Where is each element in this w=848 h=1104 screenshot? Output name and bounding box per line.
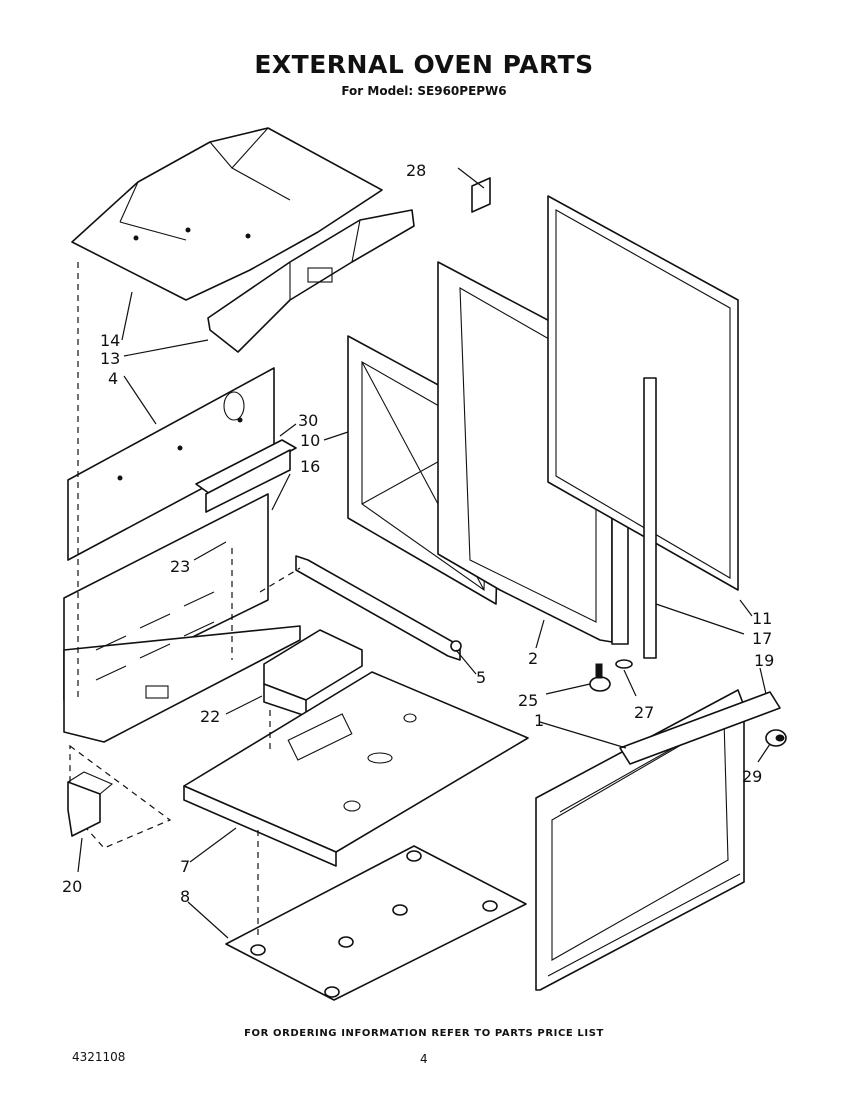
side-rail	[295, 555, 462, 661]
callout-4: 4	[108, 369, 118, 388]
callout-16: 16	[300, 457, 320, 476]
bottom-pan	[183, 671, 529, 867]
callout-19: 19	[754, 651, 774, 670]
insulation-block	[263, 629, 363, 717]
callout-23: 23	[170, 557, 190, 576]
callout-22: 22	[200, 707, 220, 726]
callout-13: 13	[100, 349, 120, 368]
door-front-frame	[535, 689, 745, 991]
callout-20: 20	[62, 877, 82, 896]
callout-30: 30	[298, 411, 318, 430]
lower-side-frame	[63, 493, 301, 743]
door-gasket-strip	[643, 377, 657, 659]
callout-29: 29	[742, 767, 762, 786]
ordering-note: FOR ORDERING INFORMATION REFER TO PARTS …	[244, 1028, 604, 1039]
knob-29	[765, 729, 787, 747]
callout-8: 8	[180, 887, 190, 906]
callout-14: 14	[100, 331, 120, 350]
rear-duct-piece	[207, 209, 415, 353]
base-plate	[225, 845, 527, 1001]
callout-27: 27	[634, 703, 654, 722]
outer-door-glass	[547, 195, 739, 591]
callout-2: 2	[528, 649, 538, 668]
callout-1: 1	[534, 711, 544, 730]
cover-20	[67, 771, 114, 837]
callout-28: 28	[406, 161, 426, 180]
page-title: EXTERNAL OVEN PARTS	[254, 50, 594, 79]
center-bracket	[195, 439, 297, 513]
top-cover-panel	[71, 127, 383, 301]
callout-10: 10	[300, 431, 320, 450]
leader-lines	[77, 167, 771, 939]
callout-11: 11	[752, 609, 772, 628]
callout-7: 7	[180, 857, 190, 876]
spring-25	[589, 663, 611, 692]
callout-5: 5	[476, 668, 486, 687]
callout-25: 25	[518, 691, 538, 710]
document-number: 4321108	[72, 1050, 126, 1064]
page-number: 4	[420, 1052, 428, 1066]
model-subtitle: For Model: SE960PEPW6	[341, 84, 507, 98]
hinge-28	[471, 177, 491, 213]
clip-27	[615, 659, 633, 669]
callout-17: 17	[752, 629, 772, 648]
door-handle-rail	[619, 691, 781, 765]
